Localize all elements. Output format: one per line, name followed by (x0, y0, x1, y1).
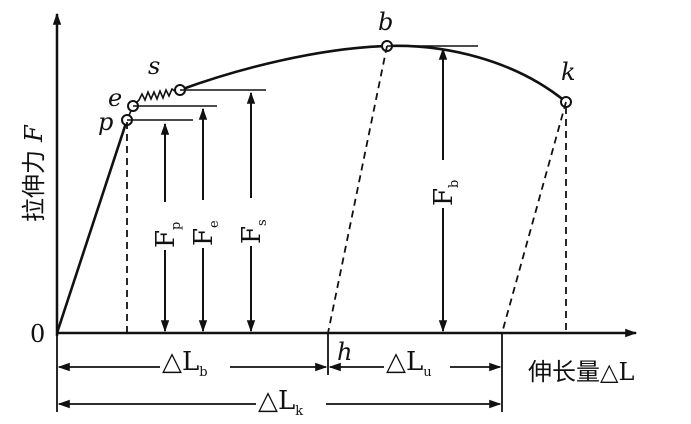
label-fe: Fe (189, 220, 222, 246)
point-e-label: e (108, 84, 122, 112)
label-lu: △Lu (386, 347, 432, 380)
point-k-label: k (561, 58, 576, 86)
origin-label: 0 (30, 320, 45, 348)
point-h-label: h (337, 338, 352, 366)
label-fp: Fp (151, 222, 184, 248)
point-b-label: b (378, 8, 393, 36)
point-p-label: p (98, 108, 113, 136)
label-fs: Fs (237, 219, 270, 244)
elastic-segment (55, 119, 129, 334)
hardening-curve (179, 44, 567, 104)
x-axis-label: 伸长量△L (528, 358, 634, 386)
label-lb: △Lb (162, 347, 208, 380)
label-fb: Fb (429, 180, 462, 206)
dashed-unload-k (501, 101, 567, 334)
point-s-label: s (148, 52, 160, 80)
y-axis-label: 拉伸力F (20, 124, 48, 222)
yield-zigzag (126, 87, 181, 121)
dashed-unload-b (327, 45, 388, 334)
label-lk: △Lk (258, 386, 303, 419)
